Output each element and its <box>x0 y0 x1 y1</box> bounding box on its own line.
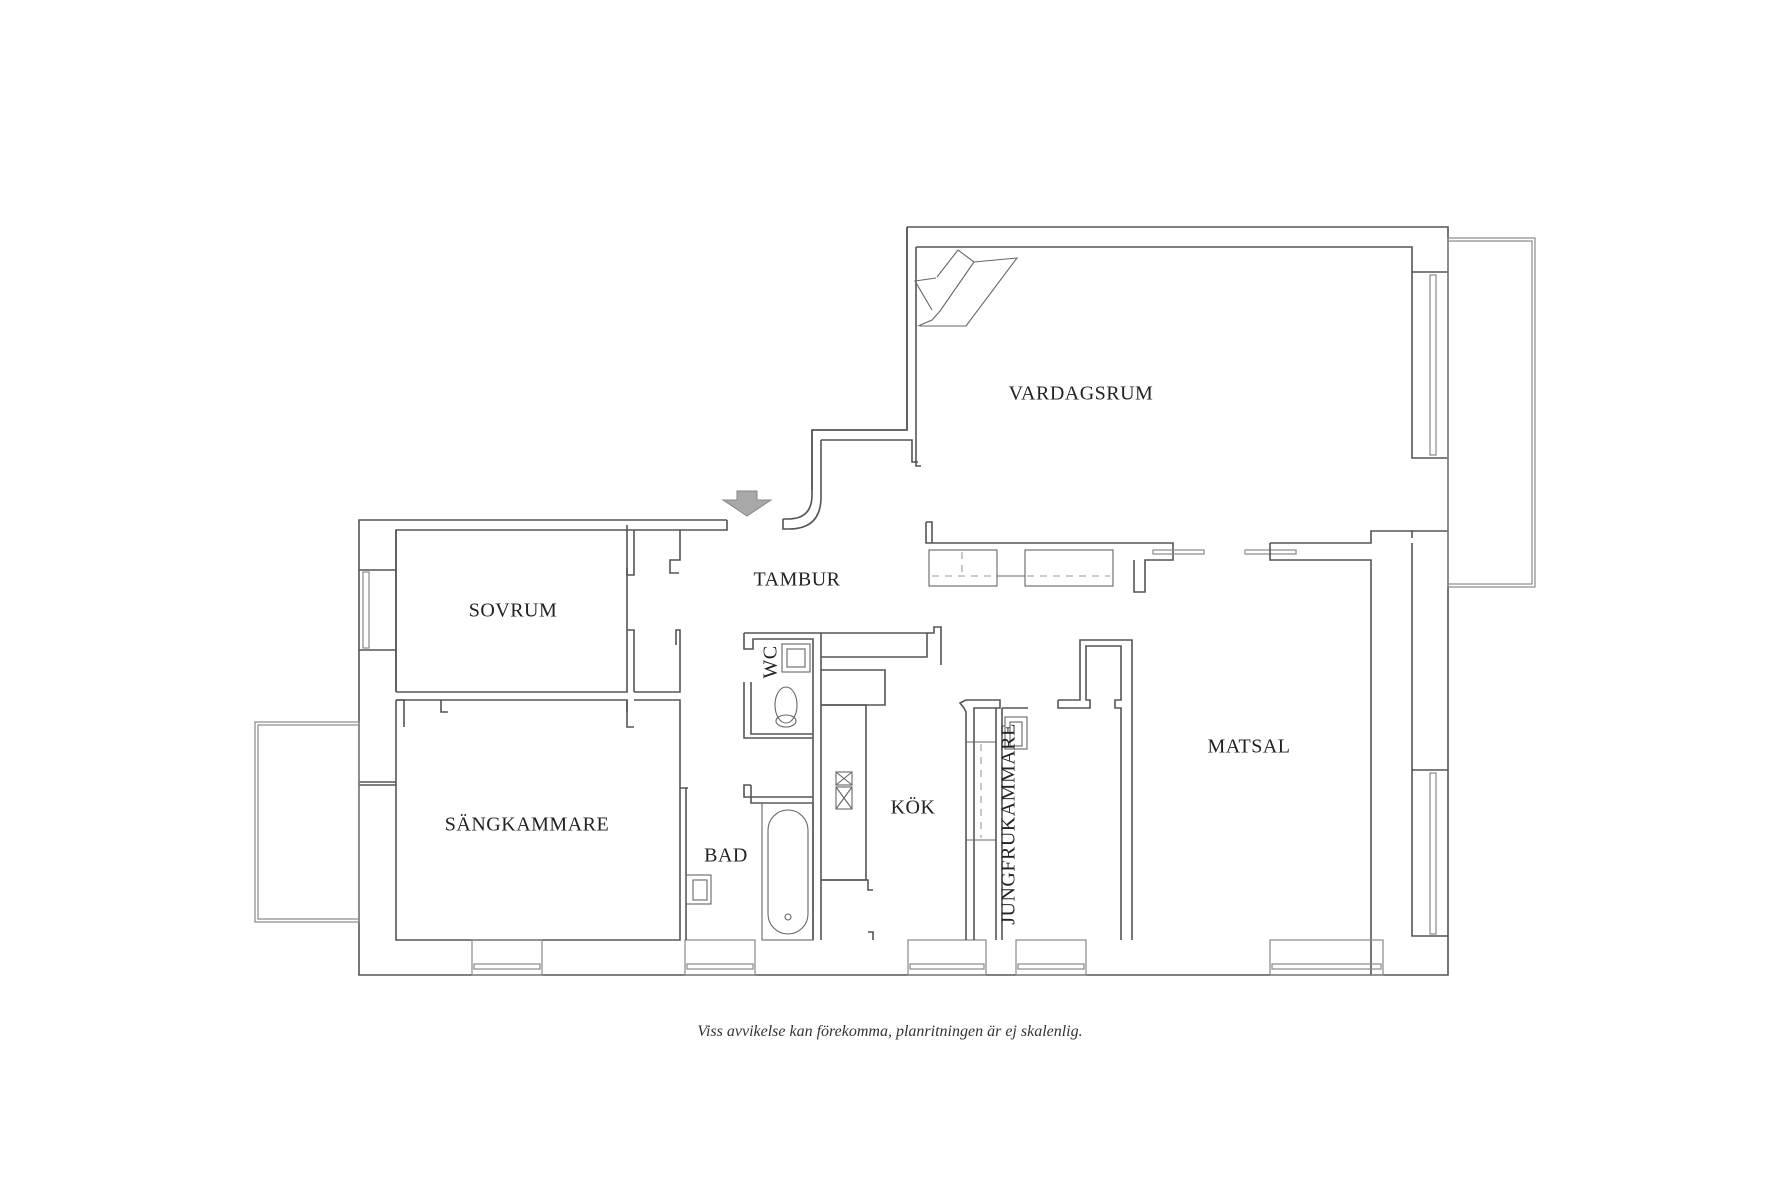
living-room-right-wall <box>1411 271 1448 771</box>
bottom-windows <box>471 939 1384 976</box>
room-label-jungfrukammare: JUNGFRUKAMMARE <box>997 723 1020 925</box>
bathroom-block <box>685 632 822 941</box>
bedroom-walls <box>359 525 688 789</box>
room-label-tambur: TAMBUR <box>753 568 841 591</box>
room-label-wc: WC <box>759 645 782 679</box>
room-label-sangkammare: SÄNGKAMMARE <box>444 813 610 836</box>
maids-room-block <box>1001 639 1133 940</box>
kitchen-block <box>821 626 1001 940</box>
room-label-sovrum: SOVRUM <box>468 599 558 622</box>
matsal-right-window <box>1411 770 1448 937</box>
balcony-right <box>1447 237 1536 588</box>
room-label-bad: BAD <box>704 844 748 867</box>
balcony-left <box>254 721 360 923</box>
disclaimer-text: Viss avvikelse kan förekomma, planritnin… <box>697 1023 1083 1040</box>
entrance-arrow-icon <box>721 490 773 517</box>
room-label-matsal: MATSAL <box>1207 735 1291 758</box>
room-label-vardagsrum: VARDAGSRUM <box>1008 382 1154 405</box>
room-label-kok: KÖK <box>890 796 936 819</box>
fireplace <box>914 249 1019 327</box>
living-matsal-divider <box>925 521 1412 975</box>
